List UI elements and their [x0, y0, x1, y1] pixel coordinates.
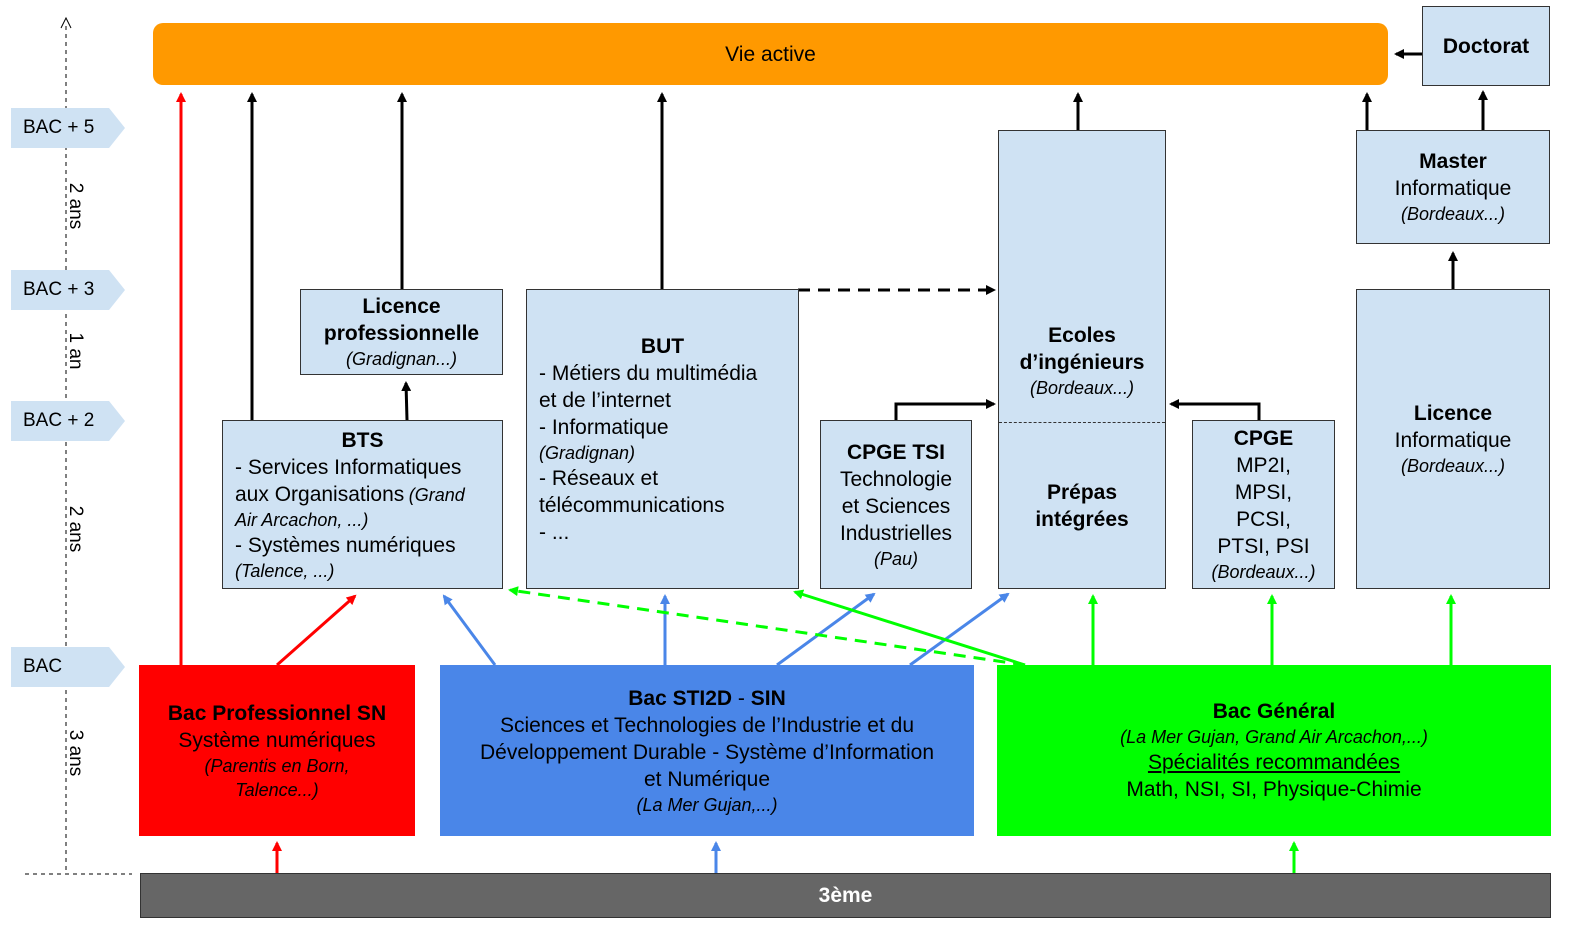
- ecoles-box: Ecoles d’ingénieurs (Bordeaux...) Prépas…: [998, 130, 1166, 589]
- cpge-box: CPGE MP2I, MPSI, PCSI, PTSI, PSI (Bordea…: [1192, 420, 1335, 589]
- prepas-title1: Prépas: [1046, 480, 1118, 504]
- bts-title: BTS: [341, 428, 384, 452]
- but-line5: télécommunications: [539, 493, 725, 517]
- cpge-tsi-place: (Pau): [873, 548, 918, 569]
- licence-pro-box: Licence professionnelle (Gradignan...): [300, 289, 503, 375]
- arrow-sti2d-bts: [442, 594, 497, 666]
- bac-pro-box: Bac Professionnel SN Système numériques …: [139, 665, 415, 836]
- doctorat-label: Doctorat: [1442, 34, 1530, 58]
- ecoles-title1: Ecoles: [1048, 324, 1116, 347]
- prepas-title2: intégrées: [1035, 507, 1129, 531]
- arrow-cpge-tsi-ecoles: [894, 399, 996, 420]
- bac-pro-title: Bac Professionnel SN: [167, 701, 387, 725]
- master-subtitle: Informatique: [1394, 177, 1512, 200]
- but-line4: - Réseaux et: [539, 466, 659, 490]
- bac-sti2d-title2: SIN: [750, 686, 786, 710]
- bac-pro-place2: Talence...): [235, 779, 319, 800]
- vie-active-bar: Vie active: [153, 23, 1388, 85]
- bts-line2-place: (Grand: [408, 484, 465, 505]
- duration-bac2-bac3: 1 an: [65, 332, 86, 370]
- ecoles-title2: d’ingénieurs: [1019, 351, 1145, 374]
- level-bac2: BAC + 2: [11, 401, 125, 441]
- troisieme-label: 3ème: [818, 884, 873, 907]
- timeline-arrowhead: [60, 16, 72, 29]
- cpge-tsi-line1: Technologie: [839, 467, 953, 491]
- duration-3eme-bac: 3 ans: [65, 729, 86, 777]
- ecoles-place: (Bordeaux...): [1029, 378, 1135, 398]
- bac-general-place: (La Mer Gujan, Grand Air Arcachon,...): [1120, 727, 1428, 747]
- but-line6: - ...: [539, 520, 570, 544]
- but-line2: et de l’internet: [539, 388, 671, 412]
- duration-bac3-bac5: 2 ans: [65, 182, 86, 230]
- ecoles-divider: [999, 422, 1165, 423]
- bts-line4: - Systèmes numériques: [235, 533, 456, 557]
- prepas-lower: Prépas intégrées: [999, 423, 1165, 588]
- master-place: (Bordeaux...): [1400, 204, 1506, 224]
- arrow-sti2d-cpge-tsi: [776, 592, 876, 667]
- but-line1: - Métiers du multimédia: [539, 361, 758, 385]
- cpge-title: CPGE: [1233, 427, 1294, 450]
- master-box: Master Informatique (Bordeaux...): [1356, 130, 1550, 244]
- bac-sti2d-line1: Sciences et Technologies de l’Industrie …: [499, 713, 915, 737]
- troisieme-bar: 3ème: [140, 873, 1551, 918]
- bac-sti2d-line3: et Numérique: [643, 767, 771, 791]
- licence-info-title: Licence: [1413, 402, 1493, 425]
- bts-line3-place: Air Arcachon, ...): [235, 509, 369, 530]
- cpge-place: (Bordeaux...): [1211, 562, 1316, 582]
- but-line3: - Informatique: [539, 415, 669, 439]
- master-title: Master: [1419, 150, 1487, 173]
- duration-bac-bac2: 2 ans: [65, 505, 86, 553]
- arrow-cpge-ecoles: [1169, 399, 1261, 420]
- bts-box: BTS - Services Informatiques aux Organis…: [222, 420, 503, 589]
- bac-general-spec: Math, NSI, SI, Physique-Chimie: [1126, 778, 1422, 801]
- arrow-general-bts-dashed: [508, 586, 1026, 667]
- cpge-line2: MPSI,: [1234, 481, 1293, 504]
- bts-line5-place: (Talence, ...): [235, 560, 335, 581]
- bac-sti2d-title1: Bac STI2D: [628, 686, 733, 710]
- cpge-tsi-line2: et Sciences: [841, 494, 951, 518]
- cpge-tsi-title: CPGE TSI: [846, 440, 946, 464]
- bts-line2-wrap: aux Organisations (Grand: [235, 481, 465, 508]
- level-bac3: BAC + 3: [11, 270, 125, 310]
- bts-line2: aux Organisations: [235, 482, 405, 506]
- ecoles-upper: Ecoles d’ingénieurs (Bordeaux...): [999, 131, 1165, 422]
- bts-line1: - Services Informatiques: [235, 455, 462, 479]
- cpge-line4: PTSI, PSI: [1217, 535, 1310, 558]
- level-bac: BAC: [11, 647, 125, 687]
- bac-pro-subtitle: Système numériques: [178, 728, 376, 752]
- cpge-line3: PCSI,: [1236, 508, 1291, 531]
- but-box: BUT - Métiers du multimédia et de l’inte…: [526, 289, 799, 589]
- bac-general-spec-label: Spécialités recommandées: [1147, 751, 1401, 774]
- licence-info-box: Licence Informatique (Bordeaux...): [1356, 289, 1550, 589]
- bac-sti2d-title-sep: -: [732, 686, 751, 710]
- licence-pro-place: (Gradignan...): [345, 349, 458, 369]
- licence-pro-title1: Licence: [362, 295, 441, 318]
- bac-general-box: Bac Général (La Mer Gujan, Grand Air Arc…: [997, 665, 1551, 836]
- bac-general-title: Bac Général: [1212, 700, 1336, 723]
- level-bac5: BAC + 5: [11, 108, 125, 148]
- doctorat-box: Doctorat: [1422, 6, 1550, 86]
- bac-sti2d-title-wrap: Bac STI2D - SIN: [628, 685, 786, 712]
- but-title: BUT: [640, 334, 685, 358]
- bac-sti2d-line2: Développement Durable - Système d’Inform…: [479, 740, 935, 764]
- vie-active-label: Vie active: [725, 42, 816, 66]
- licence-info-place: (Bordeaux...): [1400, 456, 1506, 476]
- cpge-line1: MP2I,: [1236, 454, 1291, 477]
- arrow-general-but: [793, 589, 1026, 667]
- licence-pro-title2: professionnelle: [323, 322, 480, 345]
- cpge-tsi-box: CPGE TSI Technologie et Sciences Industr…: [820, 420, 972, 589]
- bac-sti2d-place: (La Mer Gujan,...): [636, 794, 778, 815]
- licence-info-subtitle: Informatique: [1394, 429, 1512, 452]
- cpge-tsi-line3: Industrielles: [839, 521, 953, 545]
- but-line3-place: (Gradignan): [539, 442, 636, 463]
- arrow-sti2d-prepas: [909, 592, 1010, 667]
- arrow-bts-licence-pro: [401, 381, 412, 421]
- bac-pro-place1: (Parentis en Born,: [204, 755, 350, 776]
- bac-sti2d-box: Bac STI2D - SIN Sciences et Technologies…: [440, 665, 974, 836]
- arrow-bacpro-bts: [276, 594, 357, 667]
